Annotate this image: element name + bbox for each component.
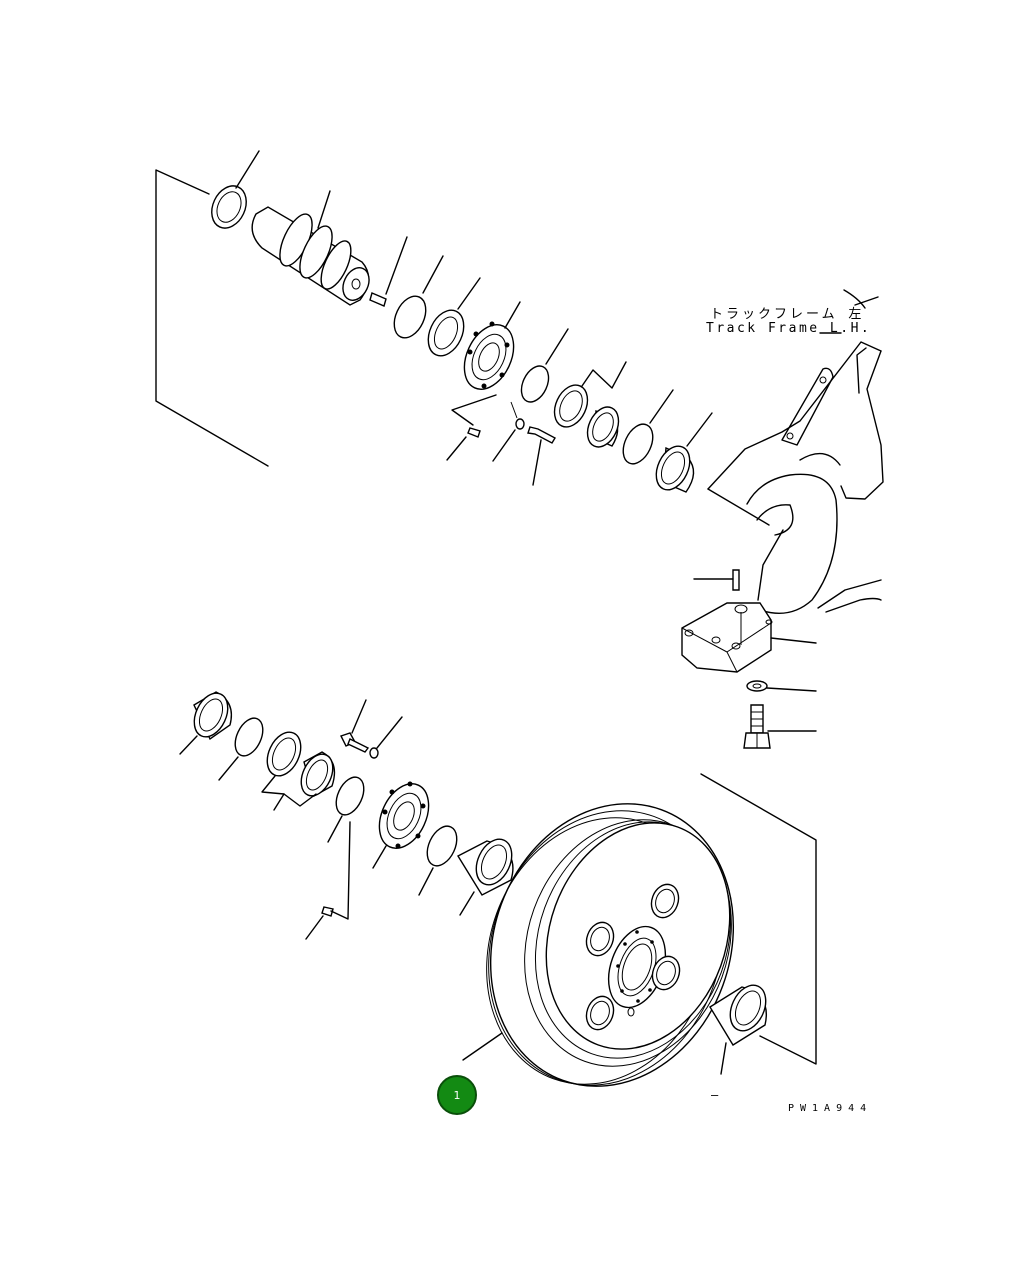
lower-o-ring-2 bbox=[327, 776, 365, 843]
idler-shaft bbox=[251, 190, 370, 306]
dash-mark: – bbox=[711, 1088, 722, 1102]
lower-floating-seal-pair bbox=[261, 731, 336, 811]
lower-bushing bbox=[179, 691, 233, 755]
lower-support-housing bbox=[372, 781, 430, 869]
lower-assembly-group-bracket bbox=[700, 773, 817, 1065]
lower-bolt bbox=[340, 699, 370, 753]
lower-o-ring-1 bbox=[218, 717, 264, 781]
lower-lock-washer bbox=[369, 716, 403, 759]
upper-bolt bbox=[527, 426, 556, 486]
lower-o-ring-3 bbox=[418, 825, 458, 896]
guard-block bbox=[681, 602, 817, 673]
wheel-bushing bbox=[709, 984, 767, 1075]
upper-assembly-group-bracket bbox=[155, 169, 269, 467]
drawing-code: PW1A944 bbox=[788, 1103, 873, 1114]
guard-washer bbox=[746, 680, 817, 692]
track-frame-pin bbox=[693, 569, 740, 591]
idler-wheel bbox=[462, 803, 735, 1087]
upper-floating-seal-pair bbox=[553, 361, 627, 448]
lower-bushing-2 bbox=[457, 838, 514, 916]
upper-shim bbox=[427, 277, 481, 357]
upper-shim-ring bbox=[211, 150, 260, 229]
upper-plug-small bbox=[446, 394, 497, 461]
track-frame-label-english: Track Frame L.H. bbox=[706, 321, 872, 336]
upper-lock-washer bbox=[492, 401, 525, 462]
guard-bolt bbox=[743, 704, 817, 749]
upper-o-ring-2 bbox=[520, 328, 569, 403]
track-frame-lh bbox=[707, 289, 884, 614]
lower-plug bbox=[305, 821, 351, 940]
upper-o-ring-3 bbox=[622, 389, 674, 465]
part-callout-button[interactable]: 1 bbox=[437, 1075, 477, 1115]
upper-bushing bbox=[655, 412, 713, 493]
upper-o-ring-1 bbox=[393, 255, 444, 339]
track-frame-label-japanese: トラックフレーム 左 bbox=[710, 307, 865, 322]
upper-plug bbox=[369, 236, 408, 307]
upper-support-housing bbox=[463, 301, 521, 390]
